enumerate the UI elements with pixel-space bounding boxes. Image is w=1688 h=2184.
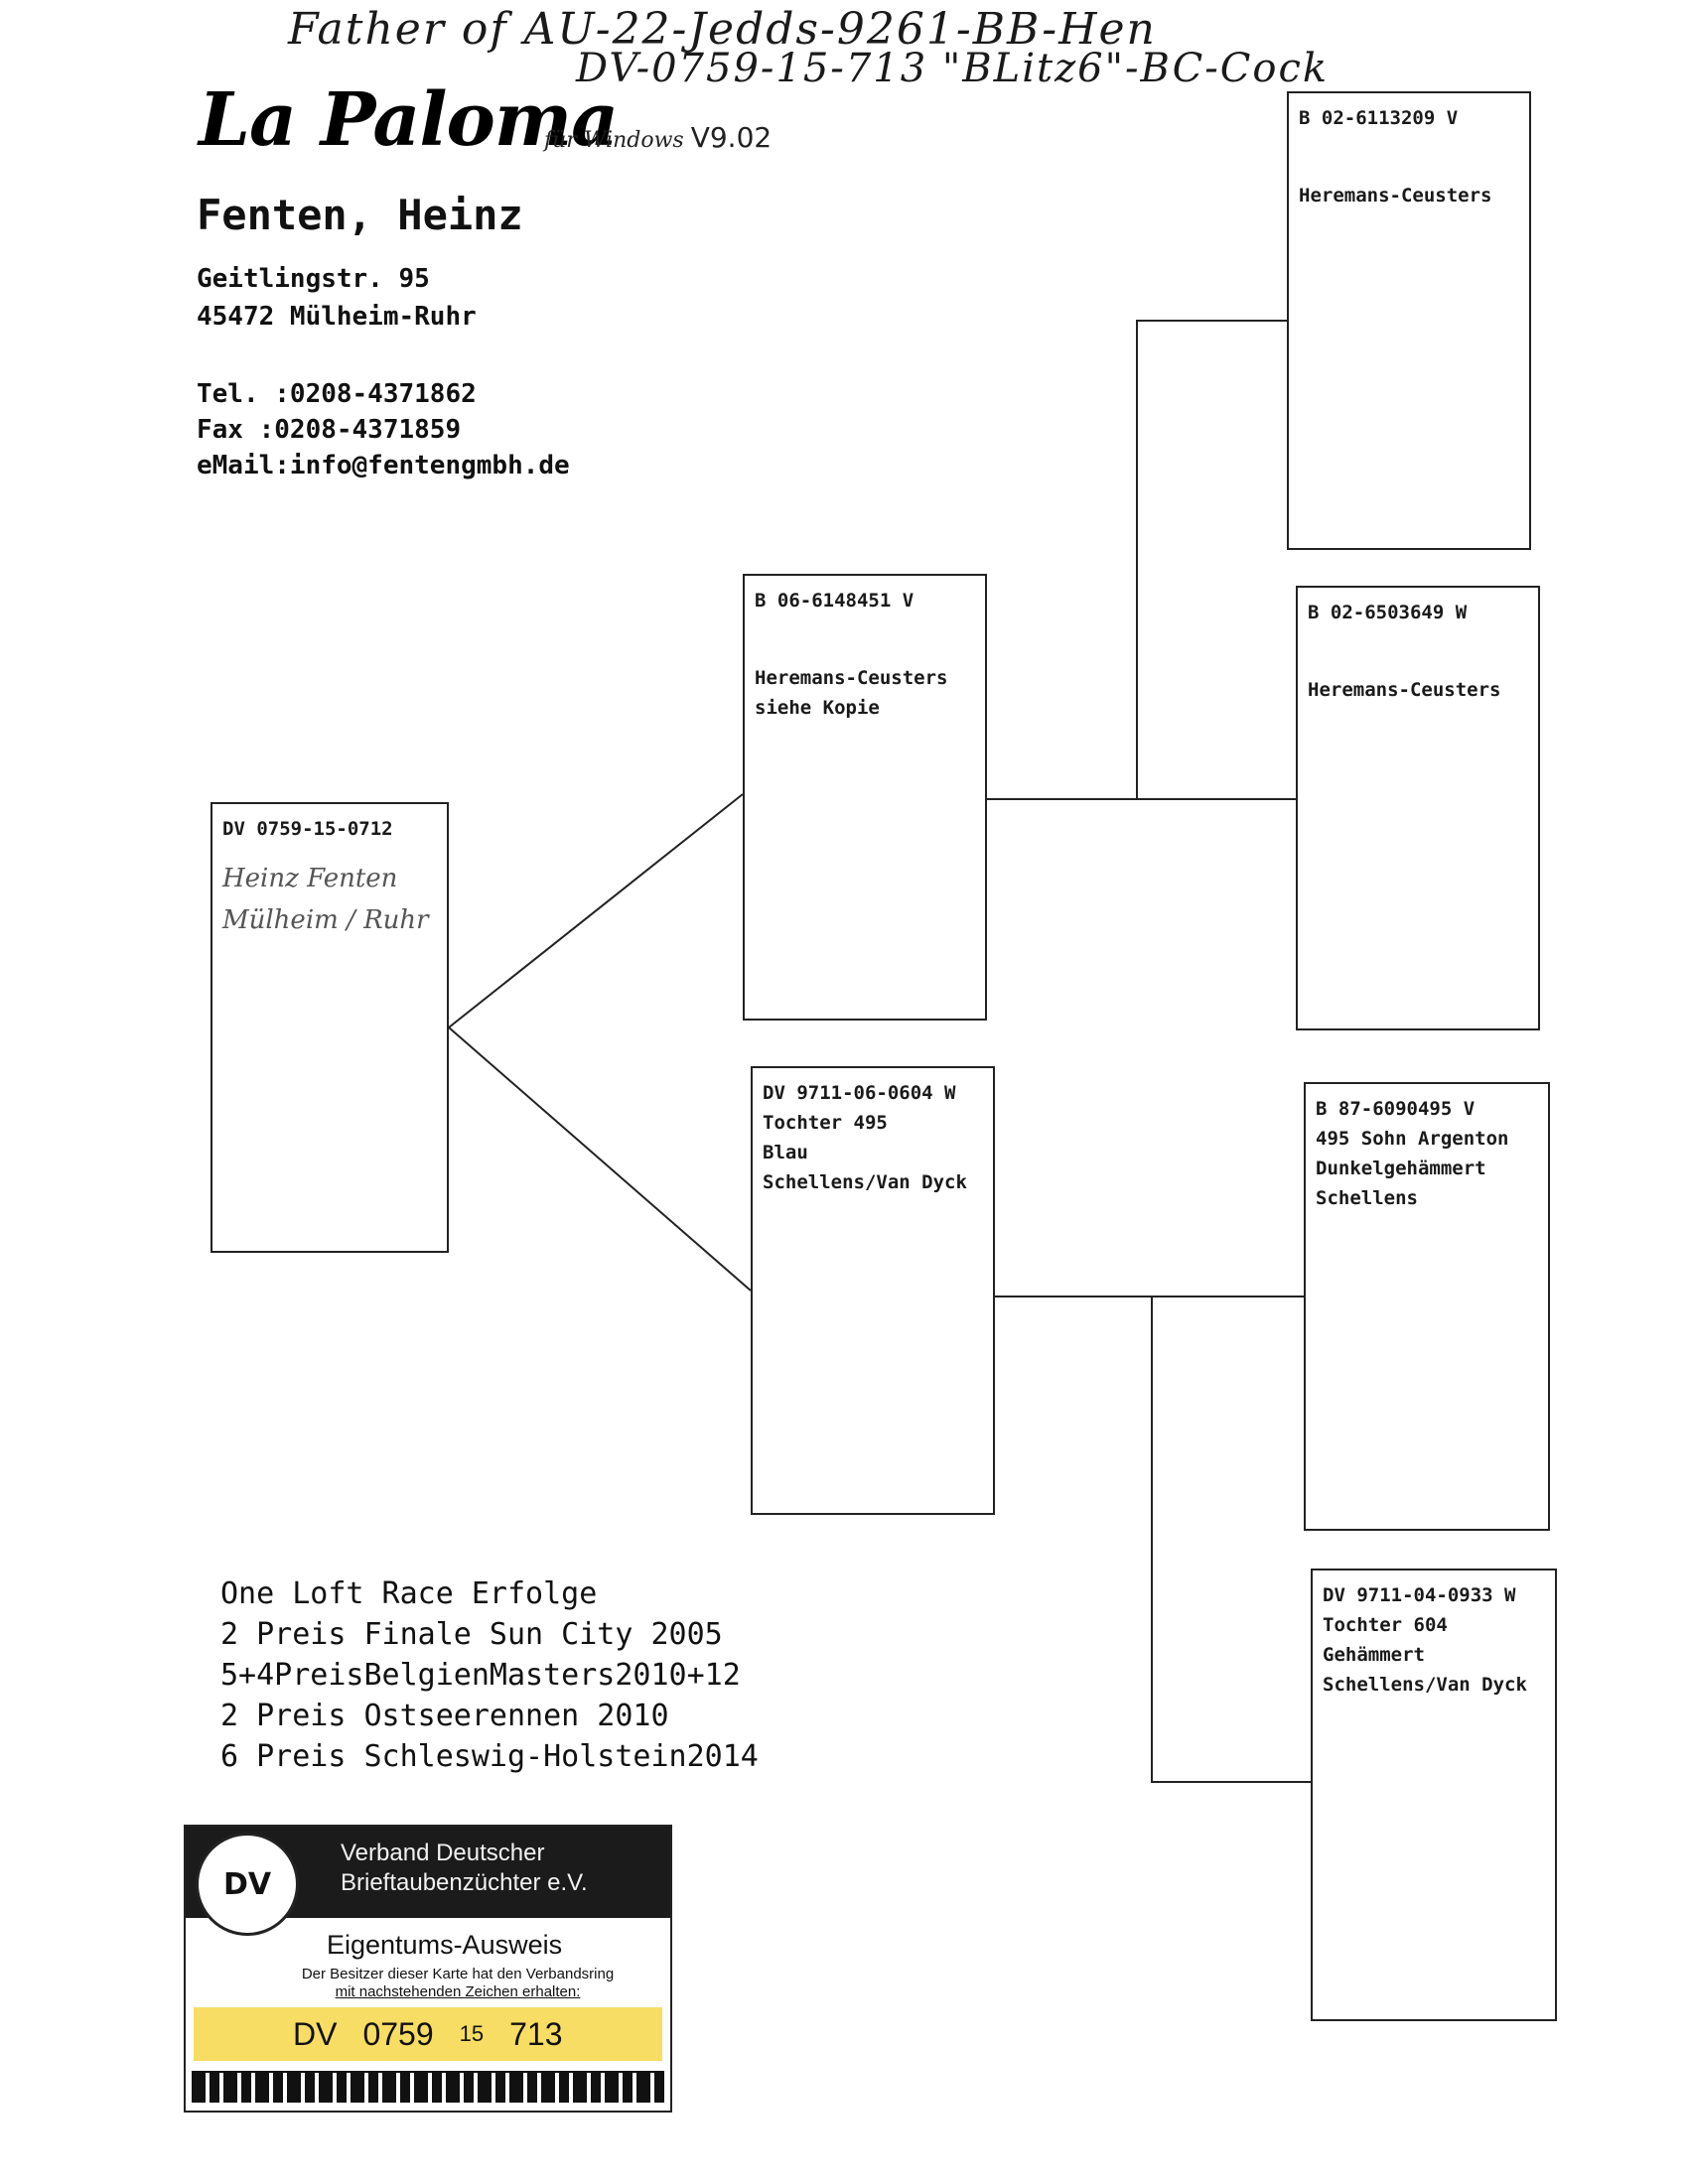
- achievements-title: One Loft Race Erfolge: [220, 1576, 598, 1611]
- owner-fax: Fax :0208-4371859: [197, 415, 462, 445]
- sire-dam-line-1: Heremans-Ceusters: [1308, 679, 1501, 701]
- sire-dam-ring: B 02-6503649 W: [1308, 602, 1468, 623]
- ring-number: 713: [509, 2015, 563, 2052]
- pedigree-box-sire-dam: B 02-6503649 W Heremans-Ceusters: [1296, 586, 1540, 1030]
- card-ring-number: DV 0759 15 713: [194, 2007, 662, 2061]
- la-paloma-logo: La Paloma: [199, 77, 619, 163]
- achievement-item: 5+4PreisBelgienMasters2010+12: [220, 1658, 741, 1693]
- dam-sire-ring: B 87-6090495 V: [1316, 1098, 1476, 1120]
- card-org-line2: Brieftaubenzüchter e.V.: [341, 1869, 588, 1896]
- connector-subject-dam: [448, 1026, 752, 1292]
- achievement-item: 6 Preis Schleswig-Holstein2014: [220, 1739, 759, 1774]
- ring-prefix: DV: [293, 2015, 338, 2052]
- dam-sire-line-2: Dunkelgehämmert: [1316, 1158, 1486, 1179]
- race-achievements: One Loft Race Erfolge 2 Preis Finale Sun…: [220, 1573, 759, 1777]
- card-organization: Verband Deutscher Brieftaubenzüchter e.V…: [341, 1839, 588, 1898]
- owner-city: 45472 Mülheim-Ruhr: [197, 302, 477, 332]
- dam-sire-line-1: 495 Sohn Argenton: [1316, 1128, 1509, 1150]
- vdb-seal-icon: DV: [196, 1833, 299, 1936]
- ownership-card: Verband Deutscher Brieftaubenzüchter e.V…: [184, 1825, 672, 2113]
- owner-tel: Tel. :0208-4371862: [197, 379, 477, 409]
- connector-subject-sire: [448, 793, 744, 1028]
- sire-sire-line-1: Heremans-Ceusters: [1299, 185, 1492, 206]
- pedigree-box-subject: DV 0759-15-0712 Heinz Fenten Mülheim / R…: [211, 802, 449, 1253]
- dam-line-3: Schellens/Van Dyck: [763, 1171, 967, 1193]
- sire-line-1: Heremans-Ceusters: [755, 667, 948, 689]
- card-ornament-border: [192, 2071, 664, 2103]
- handwritten-note-line1: Father of AU-22-Jedds-9261-BB-Hen: [288, 4, 1157, 55]
- card-desc-line2: mit nachstehenden Zeichen erhalten:: [335, 1983, 581, 2000]
- dam-dam-line-3: Schellens/Van Dyck: [1323, 1674, 1527, 1696]
- card-title: Eigentums-Ausweis: [327, 1930, 563, 1960]
- pedigree-box-dam-sire: B 87-6090495 V 495 Sohn Argenton Dunkelg…: [1304, 1082, 1550, 1531]
- card-org-line1: Verband Deutscher: [341, 1840, 545, 1866]
- dam-line-2: Blau: [763, 1142, 808, 1163]
- ring-year: 15: [459, 2021, 485, 2046]
- pedigree-box-sire-sire: B 02-6113209 V Heremans-Ceusters: [1287, 91, 1531, 550]
- pedigree-box-dam-dam: DV 9711-04-0933 W Tochter 604 Gehämmert …: [1311, 1569, 1557, 2021]
- pedigree-box-dam: DV 9711-06-0604 W Tochter 495 Blau Schel…: [751, 1066, 995, 1515]
- achievement-item: 2 Preis Ostseerennen 2010: [220, 1699, 669, 1733]
- handwritten-note-line2: DV-0759-15-713 "BLitz6"-BC-Cock: [576, 46, 1330, 91]
- subject-ring: DV 0759-15-0712: [222, 818, 393, 840]
- logo-subtitle-text: für Windows: [544, 128, 684, 153]
- dam-line-1: Tochter 495: [763, 1112, 888, 1134]
- dam-ring: DV 9711-06-0604 W: [763, 1082, 956, 1104]
- card-description: Der Besitzer dieser Karte hat den Verban…: [269, 1966, 646, 2001]
- connector-dam-dam: [1151, 1297, 1311, 1783]
- owner-street: Geitlingstr. 95: [197, 264, 430, 294]
- card-desc-line1: Der Besitzer dieser Karte hat den Verban…: [301, 1966, 615, 1982]
- ring-club: 0759: [362, 2015, 434, 2052]
- logo-version: V9.02: [690, 121, 773, 154]
- sire-line-2: siehe Kopie: [755, 697, 880, 719]
- dam-dam-ring: DV 9711-04-0933 W: [1323, 1584, 1516, 1606]
- dam-dam-line-2: Gehämmert: [1323, 1644, 1425, 1666]
- dam-sire-line-3: Schellens: [1316, 1187, 1418, 1209]
- sire-ring: B 06-6148451 V: [755, 590, 914, 612]
- pedigree-box-sire: B 06-6148451 V Heremans-Ceusters siehe K…: [743, 574, 987, 1021]
- owner-name: Fenten, Heinz: [197, 191, 523, 239]
- sire-sire-ring: B 02-6113209 V: [1299, 107, 1459, 129]
- achievement-item: 2 Preis Finale Sun City 2005: [220, 1617, 723, 1652]
- subject-handwritten-line2: Mülheim / Ruhr: [222, 905, 429, 935]
- owner-email: eMail:info@fentengmbh.de: [197, 451, 570, 480]
- logo-subtitle: für Windows V9.02: [544, 121, 772, 154]
- subject-handwritten-line1: Heinz Fenten: [222, 864, 398, 893]
- connector-sire-sire: [1136, 320, 1287, 799]
- dam-dam-line-1: Tochter 604: [1323, 1614, 1448, 1636]
